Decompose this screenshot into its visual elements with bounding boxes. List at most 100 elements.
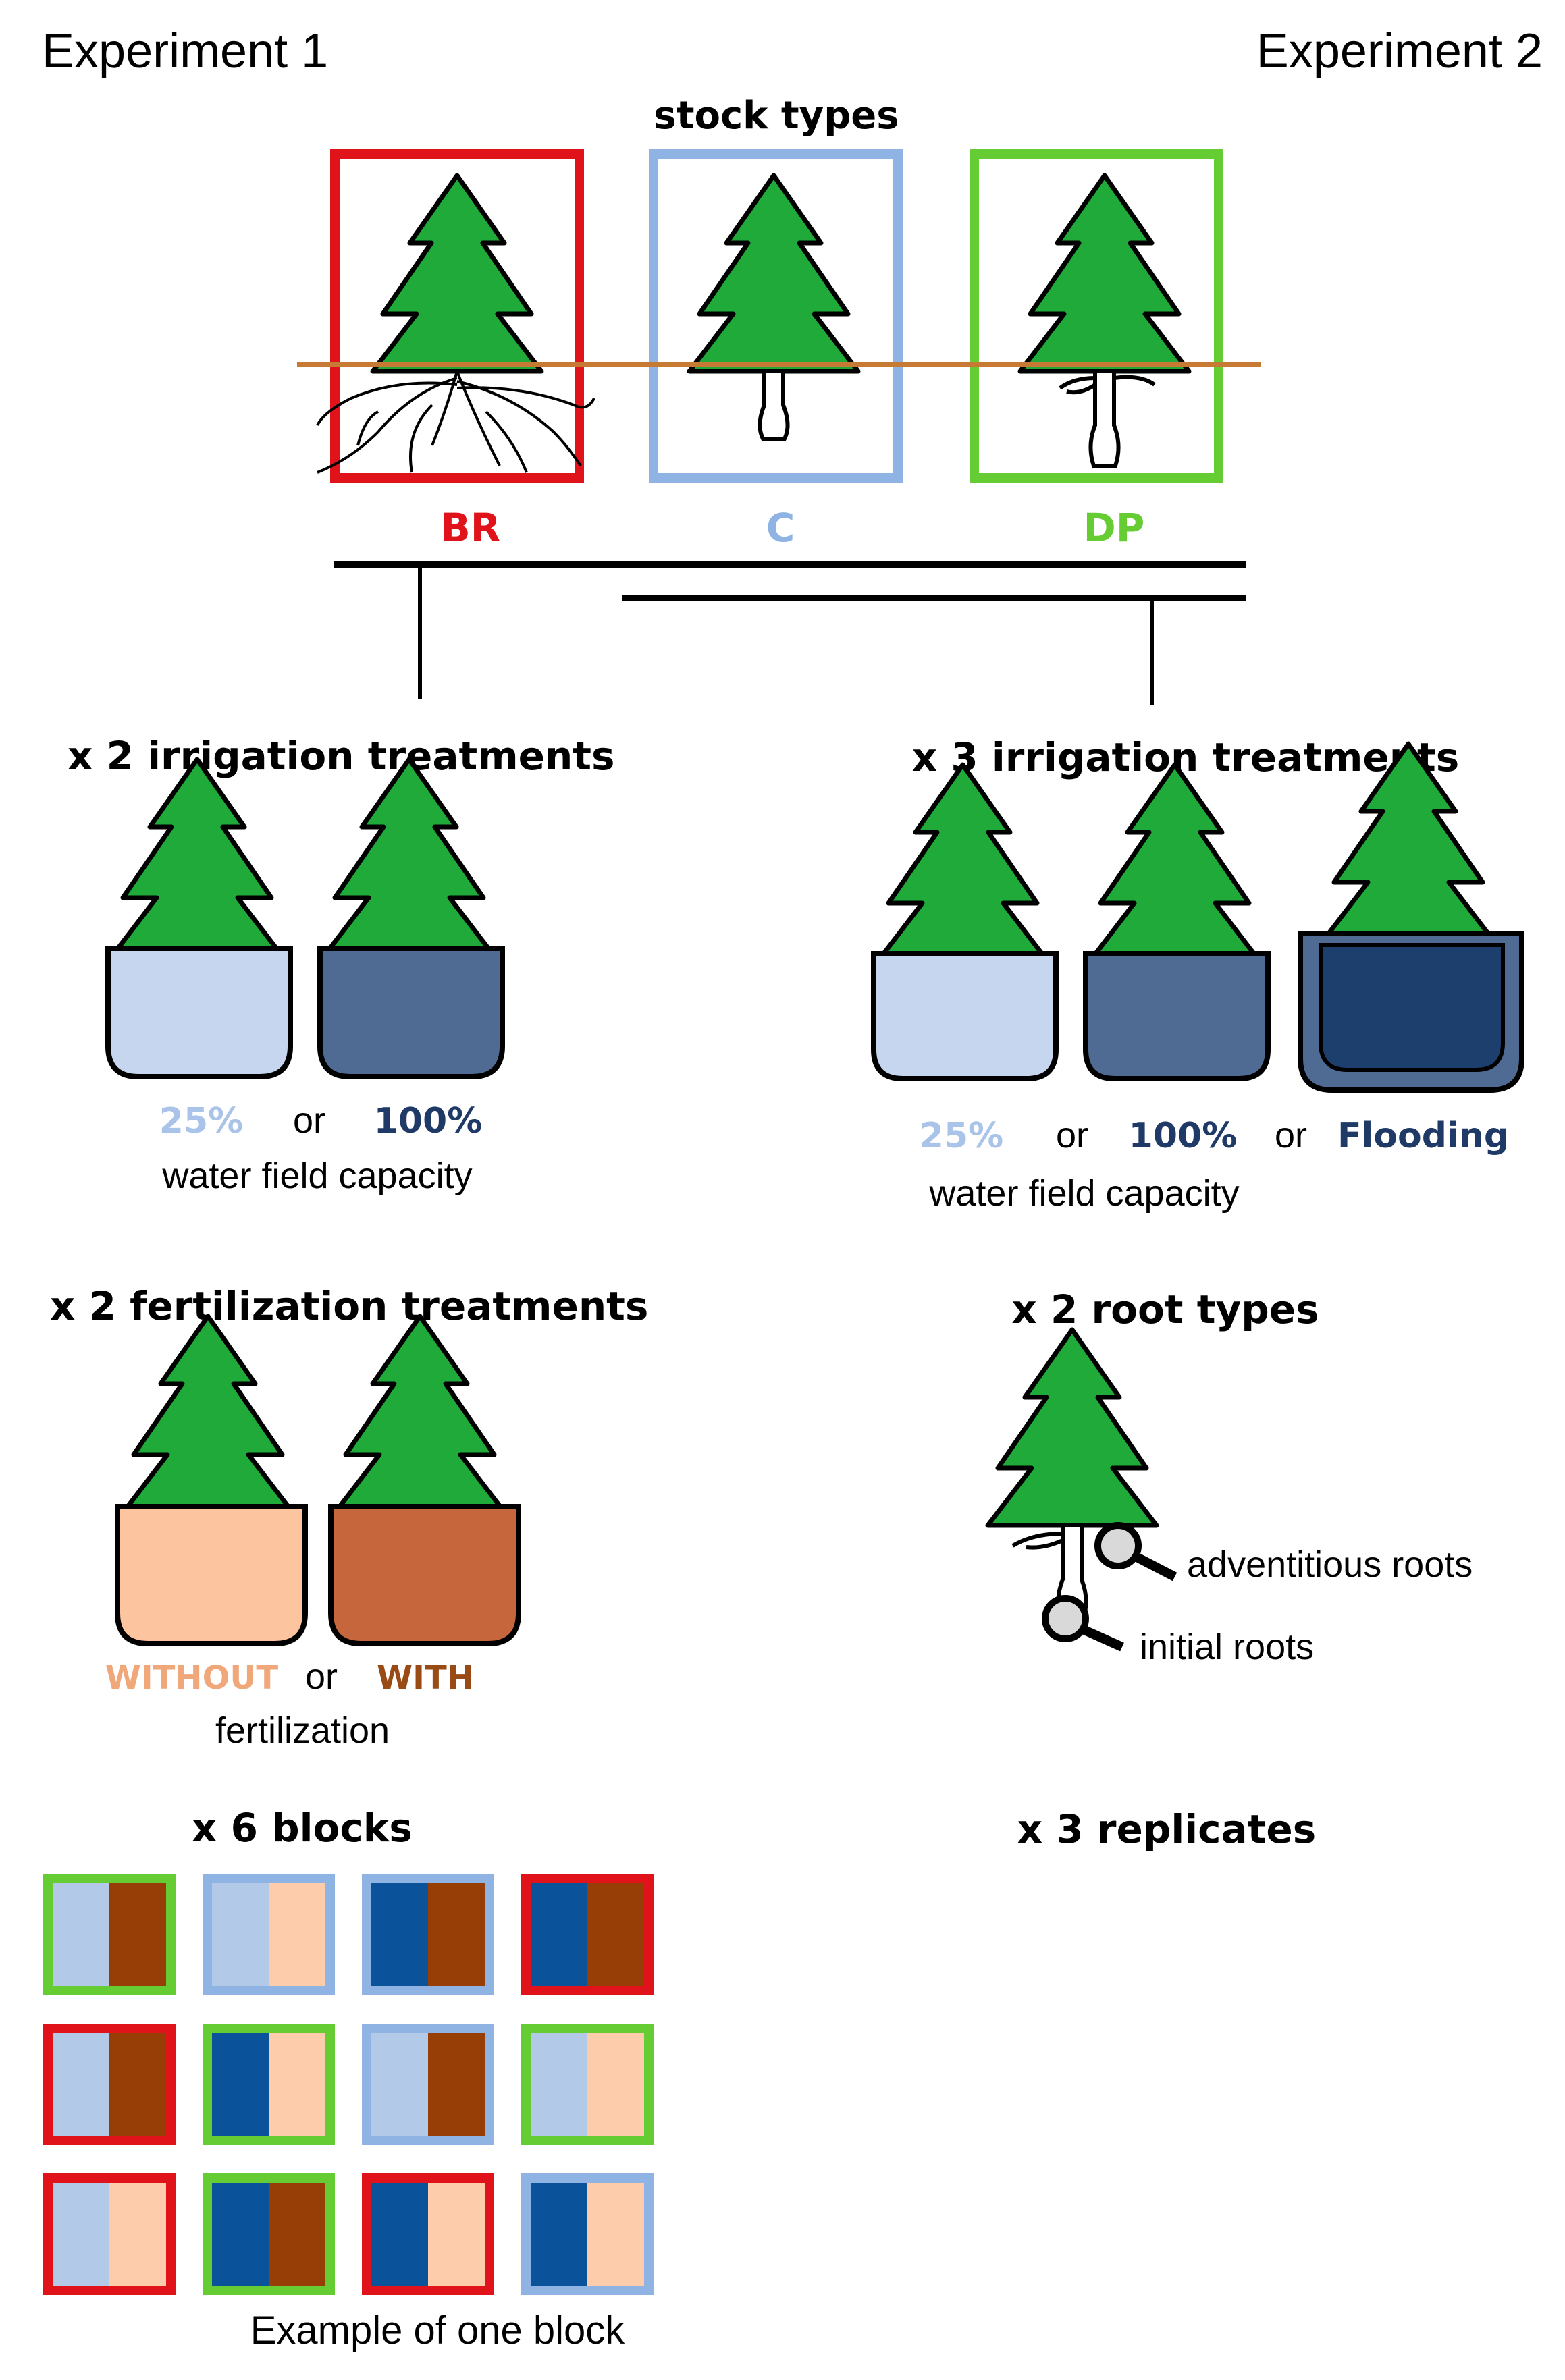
stock-types-heading: stock types — [654, 94, 899, 138]
stock-type-dp-frame — [970, 149, 1223, 483]
block-cell-stock-frame — [43, 2173, 176, 2295]
stock-type-br: BR — [316, 149, 595, 551]
stock-type-c-frame — [649, 149, 903, 483]
experiment-2-title: Experiment 2 — [1256, 24, 1543, 78]
block-cell-stock-frame — [43, 1874, 176, 1995]
exp1-fert-or: or — [305, 1656, 338, 1697]
block-cell — [362, 1874, 494, 1995]
pot-brown — [328, 1504, 521, 1646]
exp2-irrigation-100-label: 100% — [1129, 1116, 1238, 1156]
exp2-pot-flooding — [1298, 744, 1524, 1093]
block-cell-irrigation — [531, 2183, 587, 2286]
block-cell-stock-frame — [521, 1874, 654, 1995]
exp2-irrigation-25-label: 25% — [920, 1116, 1003, 1156]
exp1-pot-25 — [105, 759, 293, 1079]
block-cell-fertilization — [109, 1883, 166, 1986]
block-cell — [521, 1874, 654, 1995]
stock-type-c: C — [649, 149, 903, 551]
block-cell — [203, 2024, 335, 2145]
block-cell — [521, 2173, 654, 2295]
pot-mid-blue — [317, 946, 505, 1079]
block-cell-fertilization — [109, 2033, 166, 2136]
adventitious-roots-label: adventitious roots — [1187, 1544, 1473, 1585]
block-cell-stock-frame — [362, 1874, 494, 1995]
block-cell-fertilization — [269, 2183, 325, 2286]
exp2-irrigation-flooding-label: Flooding — [1337, 1116, 1509, 1156]
block-cell-irrigation — [371, 1883, 428, 1986]
block-cell-irrigation — [531, 2033, 587, 2136]
exp1-pot-without-fert — [115, 1316, 308, 1646]
exp2-irrigation-or-1: or — [1056, 1115, 1088, 1156]
root-types-illustration — [988, 1330, 1177, 1652]
stock-type-c-label: C — [766, 505, 795, 551]
flooded-inner-pot — [1319, 943, 1505, 1072]
exp1-irrigation-heading: x 2 irrigation treatments — [68, 733, 615, 779]
exp1-blocks-heading: x 6 blocks — [192, 1805, 413, 1851]
block-cell-stock-frame — [203, 2024, 335, 2145]
exp2-replicates-heading: x 3 replicates — [1017, 1806, 1316, 1852]
block-cell-irrigation — [53, 1883, 109, 1986]
magnifier-adventitious-icon — [1094, 1522, 1142, 1569]
exp1-irrigation-100-label: 100% — [374, 1101, 483, 1141]
stock-type-dp: DP — [970, 149, 1223, 551]
exp1-fertilization-heading: x 2 fertilization treatments — [50, 1283, 648, 1329]
block-cell — [43, 2173, 176, 2295]
container-root-plug — [758, 369, 790, 441]
block-cell-irrigation — [371, 2183, 428, 2286]
block-cell-stock-frame — [362, 2024, 494, 2145]
block-cell-stock-frame — [362, 2173, 494, 2295]
exp1-pot-with-fert — [328, 1316, 521, 1646]
pot-light-blue — [871, 951, 1059, 1081]
exp1-irrigation-or: or — [293, 1100, 325, 1141]
exp1-fert-without-label: WITHOUT — [105, 1659, 279, 1697]
pot-peach — [115, 1504, 308, 1646]
block-grid — [43, 1874, 654, 2295]
adventitious-root-strands — [1011, 1532, 1064, 1550]
exp2-irrigation-or-2: or — [1275, 1115, 1307, 1156]
block-cell-fertilization — [587, 2183, 644, 2286]
block-cell-fertilization — [269, 1883, 325, 1986]
magnifier-initial-icon — [1042, 1595, 1089, 1642]
initial-roots-label: initial roots — [1140, 1627, 1314, 1667]
block-cell-irrigation — [371, 2033, 428, 2136]
exp2-irrigation-caption: water field capacity — [928, 1173, 1239, 1214]
block-cell-stock-frame — [203, 2173, 335, 2295]
exp2-irrigation-heading: x 3 irrigation treatments — [912, 734, 1460, 780]
experiment-1-title: Experiment 1 — [42, 24, 328, 78]
block-cell-irrigation — [212, 2033, 269, 2136]
exp2-pot-25 — [871, 765, 1059, 1081]
exp2-pot-100 — [1083, 765, 1271, 1081]
block-cell-fertilization — [109, 2183, 166, 2286]
block-cell-irrigation — [53, 2183, 109, 2286]
block-cell — [362, 2024, 494, 2145]
block-cell — [203, 1874, 335, 1995]
pot-light-blue — [105, 946, 293, 1079]
block-cell-fertilization — [428, 2183, 485, 2286]
block-cell-stock-frame — [521, 2173, 654, 2295]
exp1-pot-100 — [317, 759, 505, 1079]
stock-type-br-label: BR — [441, 505, 501, 551]
block-caption: Example of one block — [250, 2308, 626, 2352]
block-cell — [43, 1874, 176, 1995]
block-cell-stock-frame — [203, 1874, 335, 1995]
bare-root-system — [316, 371, 595, 474]
block-cell-stock-frame — [521, 2024, 654, 2145]
magnifier-adventitious-handle — [1133, 1552, 1177, 1581]
magnifier-initial-handle — [1081, 1625, 1124, 1652]
block-cell-fertilization — [428, 1883, 485, 1986]
block-cell-fertilization — [428, 2033, 485, 2136]
exp1-fert-with-label: WITH — [377, 1659, 474, 1697]
block-cell-irrigation — [212, 1883, 269, 1986]
block-cell-irrigation — [212, 2183, 269, 2286]
block-cell — [362, 2173, 494, 2295]
block-cell-stock-frame — [43, 2024, 176, 2145]
dp-adventitious-roots — [1059, 375, 1156, 395]
block-cell-fertilization — [269, 2033, 325, 2136]
exp1-irrigation-caption: water field capacity — [161, 1156, 472, 1196]
block-cell — [203, 2173, 335, 2295]
exp1-fert-caption: fertilization — [215, 1710, 390, 1751]
stock-type-dp-label: DP — [1084, 505, 1145, 551]
deep-plant-root-plug — [1088, 369, 1121, 468]
